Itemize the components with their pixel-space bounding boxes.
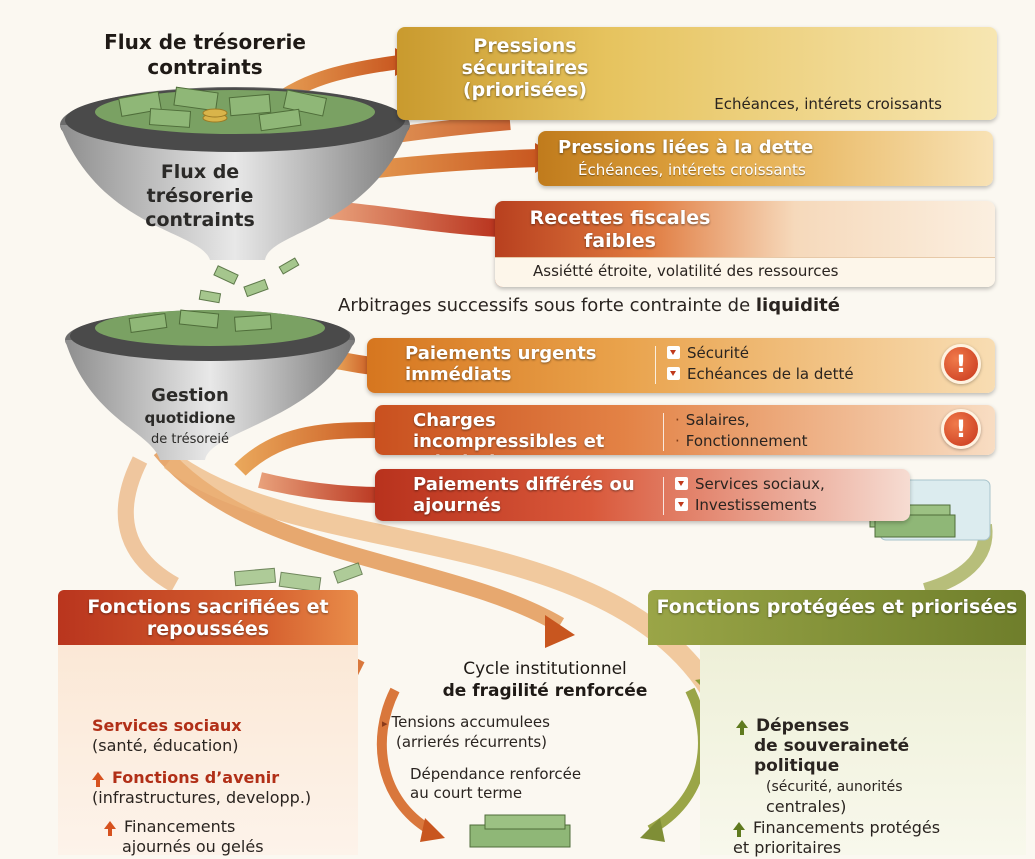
top-funnel-label-line: Flux de (160, 161, 240, 183)
sacrificed-functions-panel (58, 645, 358, 855)
incompressible-charges-row: Charges incompressibles et prioritaires … (375, 405, 995, 455)
bottom-funnel-label-line: quotidione (144, 409, 236, 427)
chevron-down-icon (675, 477, 688, 490)
arbitrage-bold: liquidité (755, 295, 840, 316)
security-pressure-title: Pressions sécuritaires (priorisées) (461, 35, 589, 101)
warning-icon: ! (941, 344, 981, 384)
protected-functions-panel (700, 645, 1026, 855)
social-services-title: Services sociaux (92, 716, 242, 735)
row-separator (663, 477, 664, 515)
row-separator (663, 413, 664, 451)
security-pressure-banner: Pressions sécuritaires (priorisées) Eché… (397, 27, 997, 120)
money-pile-icon (469, 814, 571, 848)
list-item: Investissements (675, 495, 825, 516)
future-functions-item: Fonctions d’avenir (infrastructures, dev… (92, 768, 311, 808)
sovereignty-title-line: de souveraineté (754, 736, 910, 756)
arbitrage-text: Arbitrages successifs sous forte contrai… (338, 295, 751, 316)
accumulated-tensions-line: (arrierés récurrents) (396, 733, 548, 751)
debt-pressure-title: Pressions liées à la dette (558, 137, 814, 158)
chevron-down-icon (667, 346, 680, 359)
protected-functions-title: Fonctions protégées et priorisées (656, 596, 1018, 618)
accumulated-tensions-item: ▸Tensions accumulees (arrierés récurrent… (382, 713, 550, 752)
social-services-item: Services sociaux (santé, éducation) (92, 716, 242, 756)
row-separator (655, 346, 656, 384)
sovereignty-sub-line: (sécurité, aunorités (766, 779, 903, 795)
arbitrage-caption: Arbitrages successifs sous forte contrai… (338, 295, 840, 316)
deferred-payments-row: Paiements différés ou ajournés Services … (375, 469, 910, 521)
frozen-funding-line: Financements (124, 817, 236, 836)
protected-funding-item: Financements protégés et prioritaires (733, 818, 940, 858)
social-services-sub: (santé, éducation) (92, 736, 239, 755)
bottom-funnel-label-line: Gestion (151, 385, 229, 406)
urgent-payments-row: Paiements urgents immédiats Sécurité Ech… (367, 338, 995, 393)
bullet-icon: · (675, 432, 680, 450)
sovereignty-sub-line: centrales) (766, 797, 847, 816)
top-funnel-label-line: contraints (145, 209, 255, 231)
list-item-text: Investissements (695, 496, 817, 514)
list-item: Echéances de la detté (667, 364, 854, 385)
bottom-funnel-label: Gestion quotidione de trésoreié (120, 385, 260, 451)
accumulated-tensions-line: Tensions accumulees (391, 713, 550, 731)
debt-pressure-sub: Échéances, intérets croissants (578, 161, 806, 179)
arrow-up-icon (733, 822, 745, 837)
cycle-title: Cycle institutionnel de fragilité renfor… (400, 658, 690, 702)
chevron-down-icon (675, 498, 688, 511)
reinforced-dependence-line: au court terme (410, 784, 523, 802)
top-funnel-label-line: trésorerie (146, 185, 254, 207)
triangle-bullet-icon: ▸ (382, 717, 388, 730)
bullet-icon: · (675, 411, 680, 429)
debt-pressure-banner: Pressions liées à la dette Échéances, in… (538, 131, 993, 186)
cycle-title-line: de fragilité renforcée (442, 681, 648, 701)
top-funnel (60, 125, 410, 260)
warning-icon: ! (941, 409, 981, 449)
future-functions-title: Fonctions d’avenir (112, 768, 280, 787)
protected-funding-line: et prioritaires (733, 838, 842, 857)
security-pressure-sub: Echéances, intérets croissants (714, 95, 942, 113)
arrow-up-icon (92, 772, 104, 787)
list-item-text: Fonctionnement (685, 432, 808, 450)
list-item: · Fonctionnement (675, 431, 808, 452)
deferred-payments-title: Paiements différés ou ajournés (413, 474, 635, 516)
sovereignty-title-line: politique (754, 756, 840, 776)
cycle-title-line: Cycle institutionnel (463, 659, 627, 679)
reinforced-dependence-item: Dépendance renforcée au court terme (410, 765, 581, 803)
bottom-funnel-label-line: de trésoreié (151, 432, 229, 447)
list-item-text: Services sociaux, (695, 475, 825, 493)
frozen-funding-line: ajournés ou gelés (122, 837, 264, 856)
list-item: Services sociaux, (675, 474, 825, 495)
urgent-payments-list: Sécurité Echéances de la detté (667, 343, 854, 385)
tax-revenue-title: Recettes fiscales faibles (529, 207, 711, 252)
deferred-payments-list: Services sociaux, Investissements (675, 474, 825, 516)
list-item-text: Sécurité (687, 344, 749, 362)
sacrificed-functions-title: Fonctions sacrifiées et repoussées (87, 596, 329, 640)
protected-funding-line: Financements protégés (753, 818, 941, 837)
bottom-funnel (65, 340, 355, 460)
list-item-text: Salaires, (685, 411, 750, 429)
list-item-text: Echéances de la detté (687, 365, 854, 383)
future-functions-sub: (infrastructures, developp.) (92, 788, 312, 807)
urgent-payments-title: Paiements urgents immédiats (405, 343, 597, 385)
list-item: Sécurité (667, 343, 854, 364)
arrow-up-icon (104, 821, 116, 836)
arrow-up-icon (736, 720, 748, 735)
tax-revenue-strip (495, 257, 995, 287)
incompressible-charges-title: Charges incompressibles et prioritaires (413, 410, 605, 455)
tax-revenue-banner: Recettes fiscales faibles Assiétté étroi… (495, 201, 995, 287)
sovereignty-title-line: Dépenses (756, 716, 850, 736)
sovereignty-spending-item: Dépenses de souveraineté politique (sécu… (736, 716, 909, 817)
top-funnel-label: Flux de trésorerie contraints (120, 160, 280, 232)
sacrificed-functions-header: Fonctions sacrifiées et repoussées (58, 590, 358, 645)
list-item: · Salaires, (675, 410, 808, 431)
reinforced-dependence-line: Dépendance renforcée (410, 765, 582, 783)
diagram-title: Flux de trésorerie contraints (104, 30, 306, 79)
frozen-funding-item: Financements ajournés ou gelés (104, 817, 264, 857)
chevron-down-icon (667, 367, 680, 380)
protected-functions-header: Fonctions protégées et priorisées (648, 590, 1026, 645)
tax-revenue-sub: Assiétté étroite, volatilité des ressour… (533, 262, 839, 280)
incompressible-charges-list: · Salaires, · Fonctionnement (675, 410, 808, 452)
